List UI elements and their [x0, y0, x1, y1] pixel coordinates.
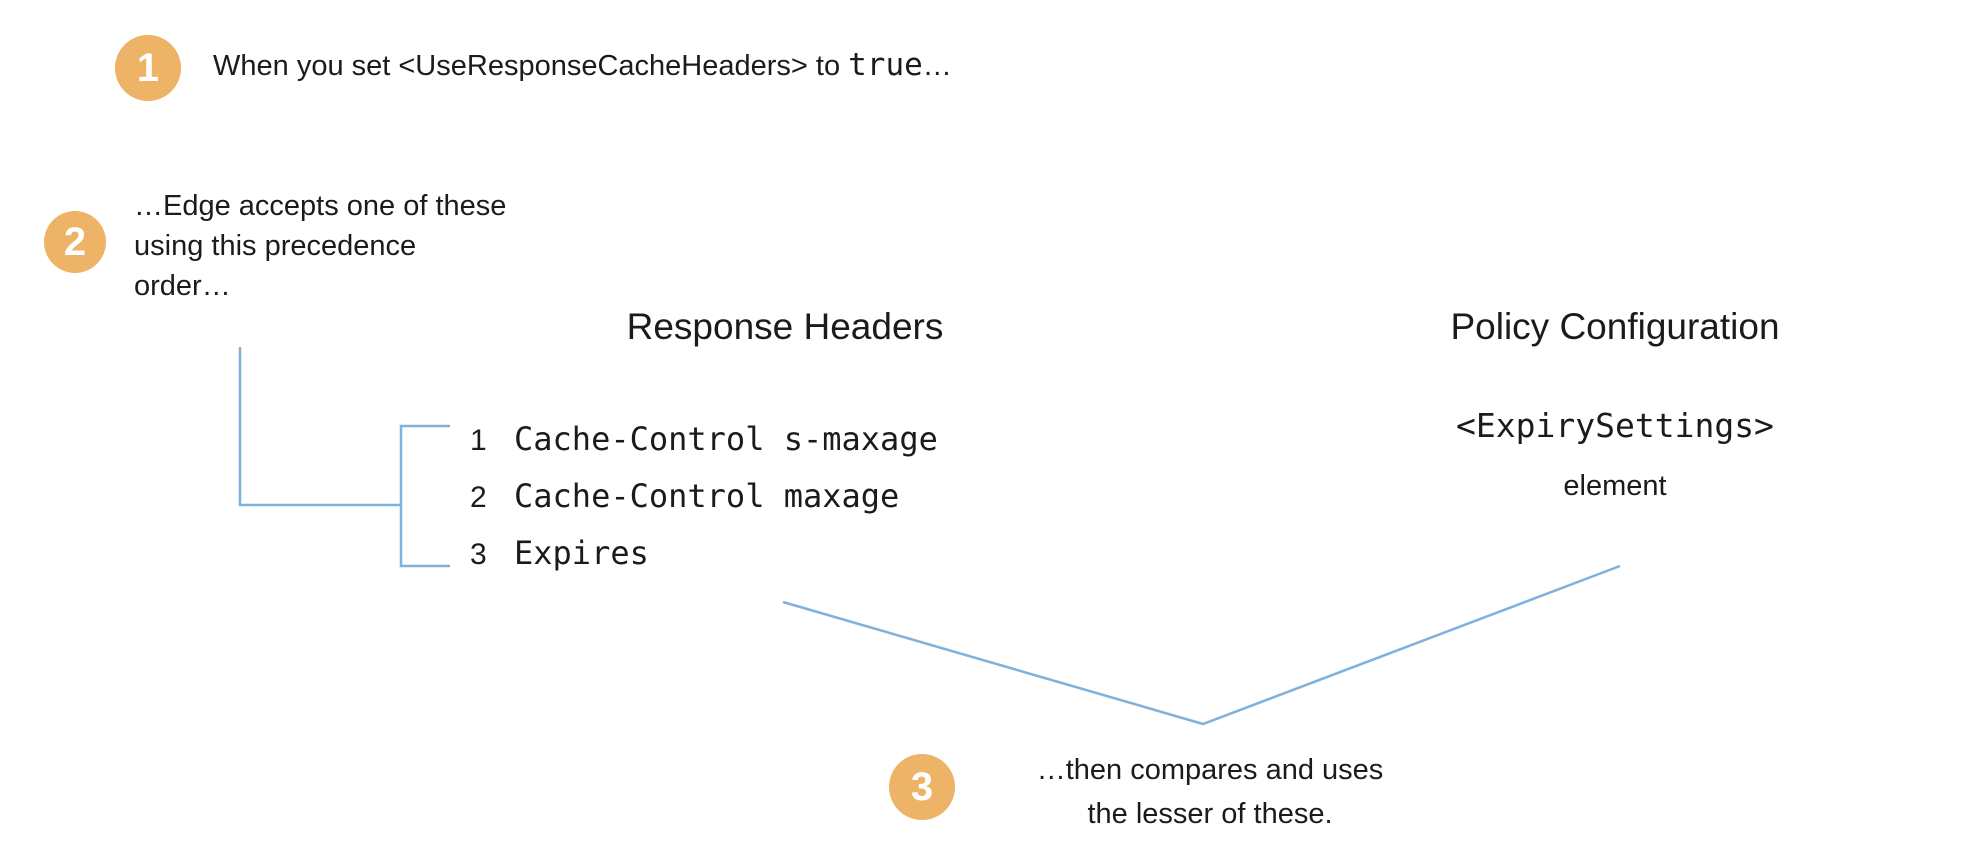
step-1-badge: 1 [115, 35, 181, 101]
step-1-text-suffix: … [922, 50, 952, 82]
step-2-text-line-1: …Edge accepts one of these [134, 190, 507, 222]
expiry-settings-element-label: element [1563, 470, 1667, 502]
precedence-item-2-code: Cache-Control maxage [514, 477, 900, 515]
precedence-connector-line [238, 347, 401, 507]
step-2-text: …Edge accepts one of these using this pr… [134, 186, 506, 306]
step-3-text-line-2: the lesser of these. [1087, 798, 1333, 830]
precedence-item-3-number: 3 [470, 538, 487, 571]
precedence-item-1-number: 1 [470, 424, 487, 457]
step-3-text-line-1: …then compares and uses [1036, 754, 1384, 786]
step-3-badge: 3 [889, 754, 955, 820]
step-1-text: When you set <UseResponseCacheHeaders> t… [213, 45, 952, 86]
step-3-text: …then compares and uses the lesser of th… [975, 748, 1445, 836]
step-2-text-line-2: using this precedence [134, 230, 417, 262]
step-2-text-line-3: order… [134, 270, 231, 302]
precedence-item-1-code: Cache-Control s-maxage [514, 420, 938, 458]
step-1-number: 1 [136, 46, 160, 90]
step-3-number: 3 [910, 765, 934, 809]
precedence-item-3: 3 Expires [470, 534, 649, 572]
policy-configuration-title: Policy Configuration [1450, 306, 1780, 347]
step-2-number: 2 [63, 220, 87, 264]
step-1-code-true: true [848, 47, 923, 83]
precedence-item-1: 1 Cache-Control s-maxage [470, 420, 938, 458]
step-2-badge: 2 [44, 211, 106, 273]
step-1-text-prefix: When you set <UseResponseCacheHeaders> t… [213, 50, 849, 82]
precedence-item-3-code: Expires [514, 534, 649, 572]
response-headers-title: Response Headers [626, 306, 944, 347]
precedence-item-2-number: 2 [470, 481, 487, 514]
precedence-item-2: 2 Cache-Control maxage [470, 477, 899, 515]
expiry-settings-code: <ExpirySettings> [1456, 406, 1774, 445]
precedence-bracket [399, 424, 450, 568]
merge-v-line [782, 564, 1621, 726]
